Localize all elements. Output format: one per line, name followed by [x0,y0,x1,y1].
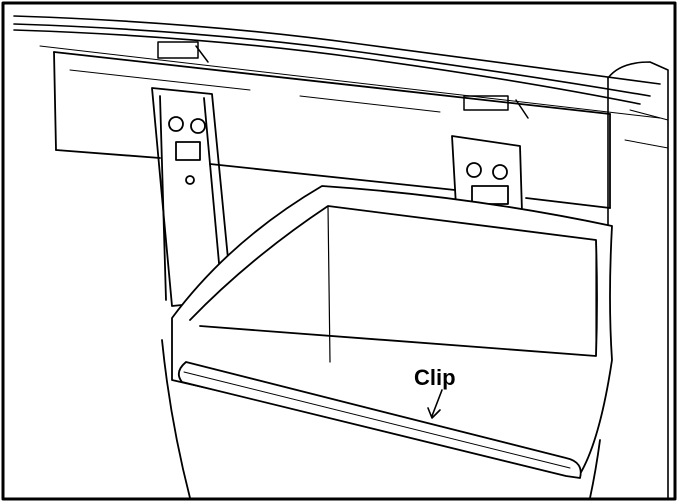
clip-label: Clip [414,365,456,390]
cabinet-right-wall [607,61,669,499]
front-rim [177,361,582,479]
bin-bag [161,185,613,499]
mounting-rail [53,51,611,209]
rail-hook-right [463,95,529,119]
cabinet-top-edge [13,15,661,119]
rail-hook-left [157,41,209,63]
clip-callout-arrow [427,389,443,419]
